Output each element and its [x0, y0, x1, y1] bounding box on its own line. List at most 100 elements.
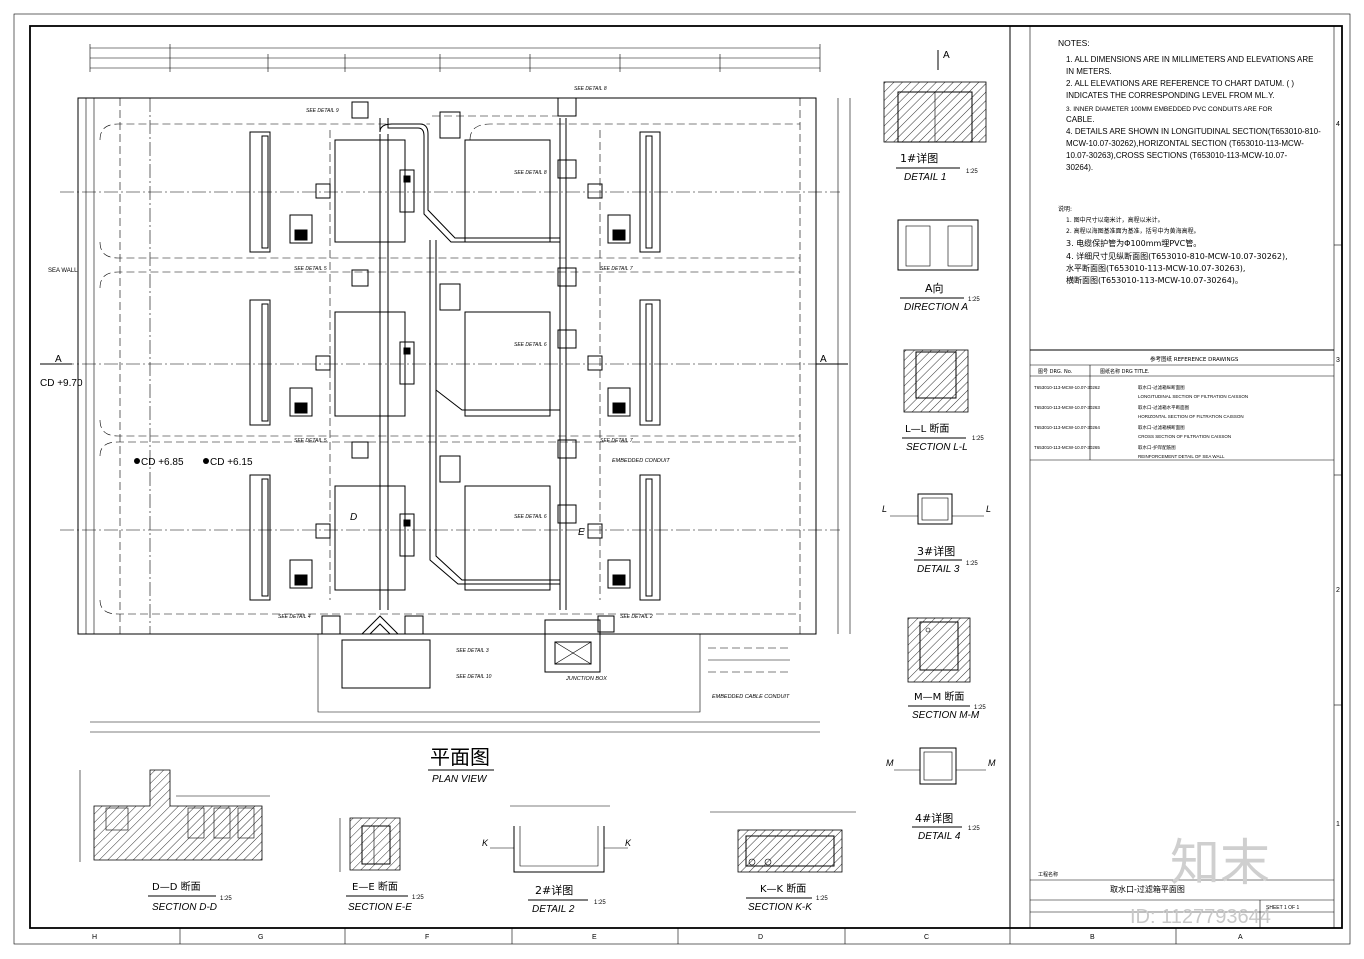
reference-row-en: REINFORCEMENT DETAIL OF SEA WALL — [1138, 454, 1225, 459]
section-l-l-scale: 1:25 — [972, 436, 984, 442]
reference-row-no: T653010-113-MCW-10.07-30263 — [1034, 405, 1100, 410]
section-mark-a-left: A — [55, 354, 62, 365]
direction-a-scale: 1:25 — [968, 297, 980, 303]
detail-3: L L 3#详图 DETAIL 3 1:25 — [882, 493, 991, 575]
detail-3-mark-right: L — [986, 504, 991, 514]
reference-row-no: T653010-113-MCW-10.07-30264 — [1034, 425, 1100, 430]
note-cn-line: 1. 图中尺寸以毫米计，高程以米计。 — [1066, 216, 1164, 224]
reference-row-cn: 取水口-过滤箱纵断面图 — [1138, 384, 1185, 391]
section-k-k-title-en: SECTION K-K — [748, 902, 813, 913]
plan-view: SEA WALL A A CD +9.70 CD +6.85 CD +6.15 … — [40, 44, 851, 785]
section-e-e-scale: 1:25 — [412, 895, 424, 901]
note-cn-line: 3. 电缆保护管为Φ100mm埋PVC管。 — [1066, 238, 1201, 248]
callout: SEE DETAIL 8 — [574, 86, 607, 92]
callout: SEE DETAIL 6 — [514, 514, 547, 520]
detail-4-mark-left: M — [886, 758, 894, 768]
detail-4-scale: 1:25 — [968, 826, 980, 832]
sea-wall-label: SEA WALL — [48, 268, 78, 274]
title-block: 工程名称 取水口-过滤箱平面图 SHEET 1 OF 1 — [1030, 871, 1334, 928]
section-m-m-scale: 1:25 — [974, 705, 986, 711]
section-l-l: L—L 断面 SECTION L-L 1:25 — [902, 349, 984, 453]
section-l-l-title-cn: L—L 断面 — [905, 422, 949, 435]
reference-row-en: HORIZONTAL SECTION OF FILTRATION CAISSON — [1138, 414, 1244, 419]
note-cn-line: 横断面图(T653010-113-MCW-10.07-30264)。 — [1066, 275, 1243, 285]
section-d-d-title-en: SECTION D-D — [152, 902, 217, 913]
junction-box-label: JUNCTION BOX — [565, 676, 607, 682]
reference-row-en: CROSS SECTION OF FILTRATION CAISSON — [1138, 434, 1231, 439]
detail-2-mark-left: K — [482, 838, 489, 848]
direction-a: A向 DIRECTION A 1:25 — [897, 219, 980, 313]
section-k-k-scale: 1:25 — [816, 896, 828, 902]
watermark-logo: 知末 — [1170, 834, 1270, 892]
detail-3-mark-left: L — [882, 504, 887, 514]
grid-letter: D — [758, 934, 763, 941]
grid-letter: G — [258, 934, 263, 941]
detail-1-scale: 1:25 — [966, 169, 978, 175]
grid-letter: E — [592, 934, 597, 941]
notes-cn-heading: 说明: — [1058, 205, 1072, 213]
note-line: 1. ALL DIMENSIONS ARE IN MILLIMETERS AND… — [1066, 55, 1313, 64]
note-line: INDICATES THE CORRESPONDING LEVEL FROM M… — [1066, 91, 1275, 100]
detail-4-title-en: DETAIL 4 — [918, 831, 961, 842]
section-d-d-scale: 1:25 — [220, 896, 232, 902]
section-m-m-title-en: SECTION M-M — [912, 710, 980, 721]
grid-letter: H — [92, 934, 97, 941]
detail-3-title-en: DETAIL 3 — [917, 564, 960, 575]
outer-border — [13, 13, 1351, 945]
note-cn-line: 2. 高程以海图基准面为基准，括号中为黄海高程。 — [1066, 227, 1200, 235]
reference-col1: 图号 DRG. No. — [1038, 369, 1073, 375]
note-line: 10.07-30263),CROSS SECTIONS (T653010-113… — [1066, 151, 1287, 160]
grid-letter: C — [924, 934, 929, 941]
callout: SEE DETAIL 5 — [294, 266, 327, 272]
reference-drawings: 参考图纸 REFERENCE DRAWINGS 图号 DRG. No. 图纸名称… — [1030, 349, 1334, 461]
detail-3-scale: 1:25 — [966, 561, 978, 567]
plan-title-cn: 平面图 — [430, 745, 490, 769]
plan-title-en: PLAN VIEW — [432, 774, 488, 785]
grid-letter: B — [1090, 934, 1095, 941]
inner-border — [29, 25, 1343, 929]
direction-a-title-en: DIRECTION A — [904, 302, 968, 313]
reference-row-en: LONGITUDINAL SECTION OF FILTRATION CAISS… — [1138, 394, 1248, 399]
grid-number: 4 — [1336, 121, 1340, 128]
title-block-label: 工程名称 — [1038, 871, 1058, 878]
reference-header: 参考图纸 REFERENCE DRAWINGS — [1150, 355, 1239, 363]
reference-row-cn: 取水口-护岸配筋图 — [1138, 444, 1176, 451]
grid-letter: A — [1238, 934, 1243, 941]
detail-4-title-cn: 4#详图 — [915, 811, 953, 825]
callout: SEE DETAIL 8 — [514, 170, 547, 176]
detail-2-mark-right: K — [625, 838, 632, 848]
section-m-m-title-cn: M—M 断面 — [914, 690, 964, 703]
callout: SEE DETAIL 4 — [278, 614, 311, 620]
section-e-e-title-cn: E—E 断面 — [352, 880, 398, 893]
embedded-conduit-label: EMBEDDED CONDUIT — [612, 458, 670, 464]
callout: SEE DETAIL 7 — [600, 438, 633, 444]
reference-col2: 图纸名称 DRG TITLE. — [1100, 368, 1150, 375]
callout: SEE DETAIL 10 — [456, 674, 492, 680]
section-d-d: D—D 断面 SECTION D-D 1:25 — [79, 769, 270, 913]
detail-2-title-en: DETAIL 2 — [532, 904, 575, 915]
note-line: CABLE. — [1066, 115, 1094, 124]
detail-4-mark-right: M — [988, 758, 996, 768]
callout: SEE DETAIL 3 — [456, 648, 489, 654]
detail-2-scale: 1:25 — [594, 900, 606, 906]
note-line: 30264). — [1066, 163, 1093, 172]
detail-1-title-cn: 1#详图 — [900, 151, 938, 165]
notes-panel: NOTES: 1. ALL DIMENSIONS ARE IN MILLIMET… — [1058, 38, 1321, 285]
elevation-label-3: CD +6.15 — [210, 457, 253, 468]
reference-row-no: T653010-113-MCW-10.07-30265 — [1034, 445, 1100, 450]
callout: SEE DETAIL 9 — [306, 108, 339, 114]
note-line: 2. ALL ELEVATIONS ARE REFERENCE TO CHART… — [1066, 79, 1294, 88]
elevation-label-2: CD +6.85 — [141, 457, 184, 468]
section-k-k: K—K 断面 SECTION K-K 1:25 — [710, 811, 856, 913]
section-mark-e: E — [578, 527, 585, 538]
detail-1-mark: A — [943, 50, 950, 61]
detail-2: K K 2#详图 DETAIL 2 1:25 — [482, 805, 632, 915]
section-e-e: E—E 断面 SECTION E-E 1:25 — [339, 817, 424, 913]
notes-heading: NOTES: — [1058, 38, 1090, 48]
callout: SEE DETAIL 5 — [294, 438, 327, 444]
reference-row-cn: 取水口-过滤箱横断面图 — [1138, 424, 1185, 431]
section-d-d-title-cn: D—D 断面 — [152, 880, 201, 893]
detail-4: M M 4#详图 DETAIL 4 1:25 — [886, 747, 996, 842]
drawing-title: 取水口-过滤箱平面图 — [1110, 884, 1185, 894]
